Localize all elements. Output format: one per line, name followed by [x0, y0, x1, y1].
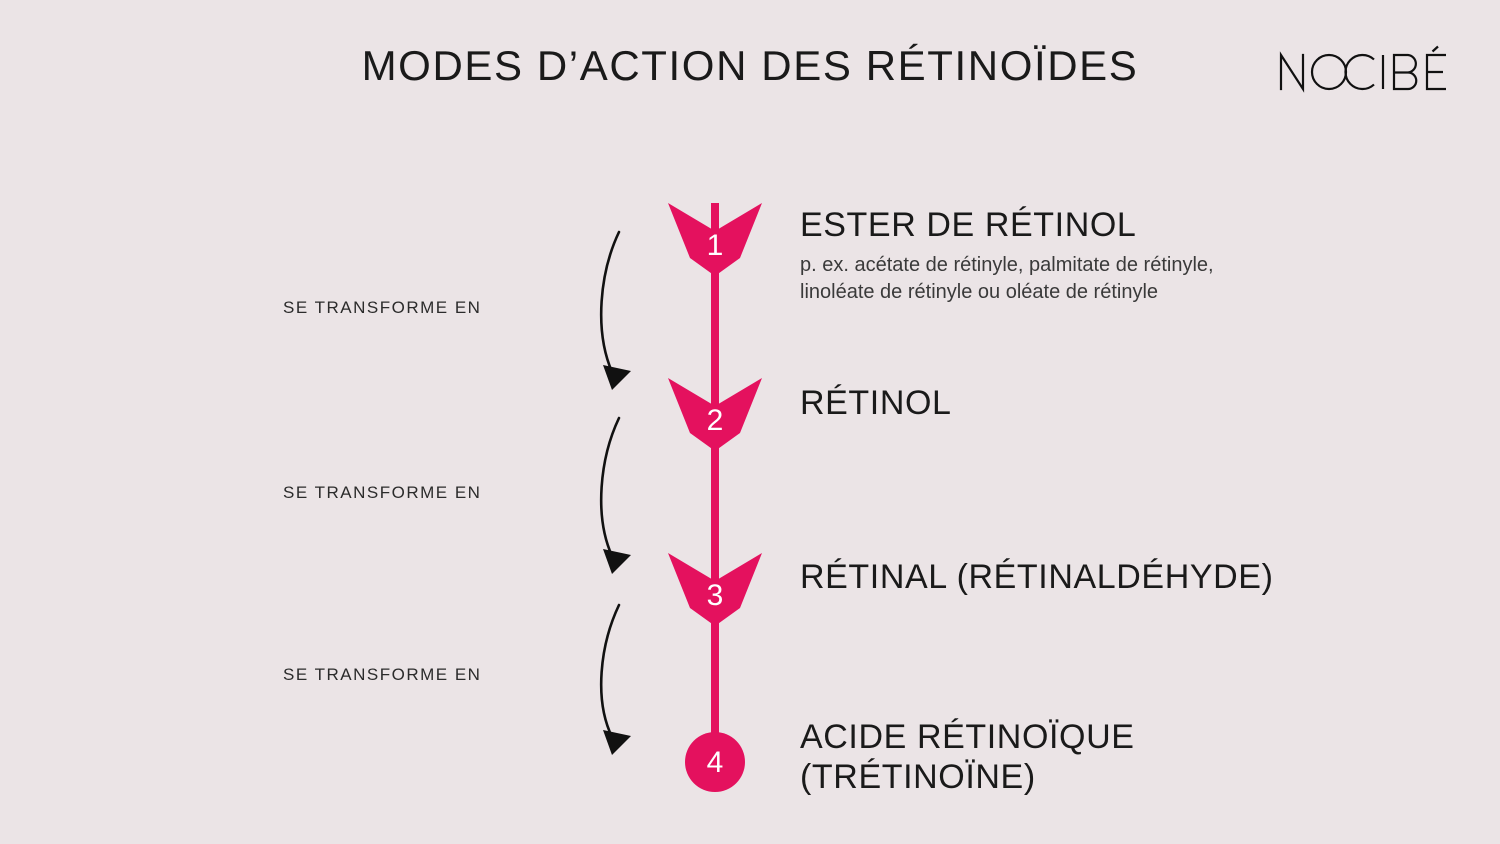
step-4-number: 4	[707, 746, 724, 779]
step-1-subtitle: p. ex. acétate de rétinyle, palmitate de…	[800, 252, 1214, 305]
step-3-title: RÉTINAL (RÉTINALDÉHYDE)	[800, 558, 1274, 596]
step-1-subtitle-line-1: p. ex. acétate de rétinyle, palmitate de…	[800, 254, 1214, 277]
step-4-text-block: ACIDE RÉTINOÏQUE (TRÉTINOÏNE)	[800, 717, 1135, 797]
curved-arrow-down-icon-2	[599, 416, 631, 574]
step-3-text-block: RÉTINAL (RÉTINALDÉHYDE)	[800, 557, 1274, 597]
step-1-title: ESTER DE RÉTINOL	[800, 206, 1137, 244]
step-2-title: RÉTINOL	[800, 384, 952, 422]
step-3-marker: 3	[668, 553, 762, 626]
curved-arrow-down-icon-3	[599, 603, 631, 755]
step-2-marker: 2	[668, 378, 762, 451]
nocibe-logo	[1277, 45, 1452, 97]
step-1-marker: 1	[668, 203, 762, 276]
transition-label-2: SE TRANSFORME EN	[283, 483, 482, 502]
step-3-number: 3	[707, 579, 724, 612]
step-1-text-block: ESTER DE RÉTINOL p. ex. acétate de rétin…	[800, 205, 1214, 305]
step-2-number: 2	[707, 404, 724, 437]
transition-label-3: SE TRANSFORME EN	[283, 665, 482, 684]
step-4-marker: 4	[685, 732, 745, 792]
step-2-text-block: RÉTINOL	[800, 383, 952, 423]
step-1-number: 1	[707, 229, 724, 262]
step-4-title: ACIDE RÉTINOÏQUE	[800, 718, 1135, 756]
step-4-title-line-2: (TRÉTINOÏNE)	[800, 758, 1036, 797]
curved-arrow-down-icon-1	[599, 230, 631, 390]
step-1-subtitle-line-2: linoléate de rétinyle ou oléate de rétin…	[800, 280, 1159, 303]
transition-label-1: SE TRANSFORME EN	[283, 298, 482, 317]
flow-spine	[711, 203, 719, 763]
page-title: MODES D’ACTION DES RÉTINOÏDES	[361, 42, 1139, 89]
